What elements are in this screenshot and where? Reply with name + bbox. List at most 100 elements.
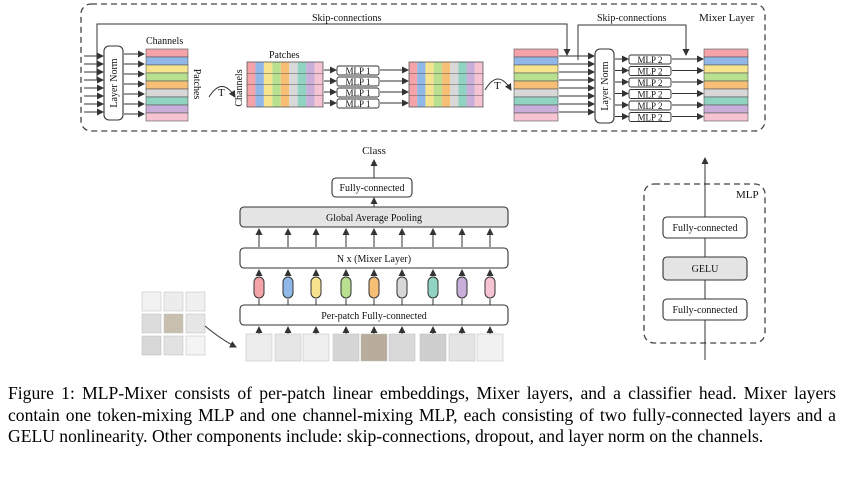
patches-label-vertical: Patches: [191, 69, 202, 100]
image-patch: [141, 291, 162, 312]
figure-caption: Figure 1: MLP-Mixer consists of per-patc…: [8, 383, 836, 448]
stack-band: [703, 104, 749, 114]
stack-band: [513, 72, 559, 82]
grid-border: [246, 61, 324, 108]
mlp2-label: MLP 2: [638, 113, 663, 123]
stack-band: [145, 72, 189, 82]
input-patch: [448, 333, 476, 362]
image-patch: [141, 313, 162, 334]
stack-band: [145, 64, 189, 74]
transposed-grid-1: [246, 61, 324, 108]
mlp-fc2-label: Fully-connected: [673, 305, 738, 316]
stack-band: [513, 48, 559, 58]
image-patch: [141, 335, 162, 356]
token-pill: [340, 276, 352, 299]
patch-to-embed-arrows: [255, 326, 494, 334]
grid-border: [408, 61, 484, 108]
patches-label-top: Patches: [269, 50, 300, 61]
image-patch: [163, 291, 184, 312]
per-patch-box: [239, 304, 509, 326]
transpose-label-2: T: [494, 80, 501, 92]
transpose-curve-2: [484, 78, 512, 91]
token-pill: [253, 276, 265, 299]
skip-connection-line-1: [96, 23, 571, 80]
mlp1-label: MLP 1: [346, 66, 371, 76]
mlp1-box: [336, 76, 380, 87]
input-patch: [302, 333, 330, 362]
stack-band: [145, 88, 189, 98]
stack-band: [513, 56, 559, 66]
skip-connections-label-2: Skip-connections: [597, 13, 667, 24]
input-patch-row: [245, 333, 504, 362]
stack-band: [513, 96, 559, 106]
token-pills: [253, 269, 496, 305]
mlp2-box: [628, 89, 672, 99]
token-pill: [368, 276, 380, 299]
mlp1-label: MLP 1: [346, 99, 371, 109]
image-patch: [185, 291, 206, 312]
stack-band: [513, 64, 559, 74]
input-patch: [476, 333, 504, 362]
mlp1-box: [336, 98, 380, 109]
input-patch: [360, 333, 388, 362]
mlp-mixer-figure: Mixer Layer Skip-connections Skip-connec…: [80, 3, 766, 362]
token-pill: [456, 276, 468, 299]
mlp2-label: MLP 2: [638, 67, 663, 77]
skip-connections-label-1: Skip-connections: [312, 13, 382, 24]
mlp2-label: MLP 2: [638, 55, 663, 65]
layer-norm-box-2: [594, 48, 615, 124]
stack-band: [145, 96, 189, 106]
token-stack-1: [145, 48, 189, 122]
stack-band: [145, 80, 189, 90]
stack-band: [703, 112, 749, 122]
image-patch: [163, 313, 184, 334]
caption-text: MLP-Mixer consists of per-patch linear e…: [8, 383, 836, 446]
mlp2-box: [628, 54, 672, 65]
token-stack-3: [703, 48, 749, 122]
mlp2-box: [628, 112, 672, 122]
input-image-grid: [141, 291, 206, 356]
mlp2-label: MLP 2: [638, 101, 663, 111]
image-patch: [185, 313, 206, 334]
n-mixer-label: N x (Mixer Layer): [337, 254, 411, 265]
mlp-fc1-label: Fully-connected: [673, 223, 738, 234]
stack-band: [513, 104, 559, 114]
token-pill: [310, 276, 322, 299]
stack-band: [513, 80, 559, 90]
mixer-layer-box: [80, 3, 766, 132]
channels-label-top: Channels: [146, 36, 183, 47]
stack-band: [703, 56, 749, 66]
mlp2-label: MLP 2: [638, 78, 663, 88]
mlp2-label: MLP 2: [638, 90, 663, 100]
stack-band: [703, 80, 749, 90]
stack-band: [513, 112, 559, 122]
mlp1-box: [336, 65, 380, 76]
stack-band: [145, 104, 189, 114]
transpose-label-1: T: [218, 87, 225, 99]
token-pill: [396, 276, 408, 299]
image-patch: [163, 335, 184, 356]
mixer-to-gap-arrows: [255, 228, 494, 247]
mlp-gelu-label: GELU: [692, 264, 719, 275]
n-mixer-box: [239, 247, 509, 269]
skip-connection-line-2: [577, 24, 690, 60]
stack-band: [703, 64, 749, 74]
mlp-detail-title: MLP: [736, 189, 759, 201]
stack-band: [703, 48, 749, 58]
per-patch-label: Per-patch Fully-connected: [321, 311, 427, 322]
class-label: Class: [362, 145, 386, 157]
transpose-curve-1: [208, 86, 236, 98]
stack-band: [145, 112, 189, 122]
channels-label-vertical: Channels: [234, 69, 245, 106]
token-pill: [427, 276, 439, 299]
layer-norm-label-2: Layer Norm: [600, 61, 611, 110]
mixer-layer-title: Mixer Layer: [699, 12, 755, 24]
layer-norm-label-1: Layer Norm: [109, 58, 120, 107]
mlp-fc1-box: [662, 216, 748, 239]
input-patch: [274, 333, 302, 362]
mlp1-box: [336, 87, 380, 98]
mlp1-label: MLP 1: [346, 88, 371, 98]
mlp2-box: [628, 77, 672, 88]
